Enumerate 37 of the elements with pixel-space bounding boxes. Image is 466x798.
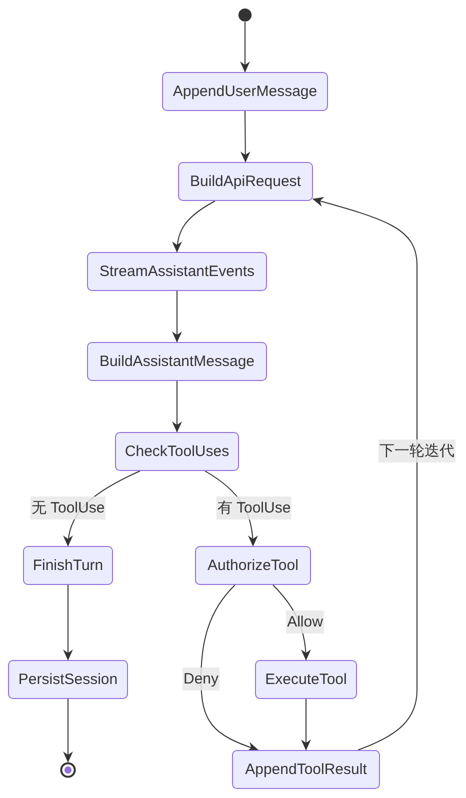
edge-label: Allow — [286, 610, 324, 634]
arrow — [172, 290, 182, 343]
state-name: AuthorizeTool — [208, 556, 298, 574]
state-box — [195, 546, 311, 585]
arrow — [301, 698, 311, 751]
state-name: AppendUserMessage — [172, 82, 318, 100]
start-state-dot — [238, 8, 252, 22]
state-box — [23, 546, 113, 585]
state-name: BuildAssistantMessage — [99, 352, 255, 370]
state-box — [232, 750, 380, 789]
edge-label: Deny — [182, 668, 220, 690]
edge-label: 无 ToolUse — [30, 496, 106, 520]
state-name: AppendToolResult — [245, 760, 367, 778]
state-box — [178, 162, 313, 201]
state-name: FinishTurn — [32, 556, 104, 574]
arrow — [312, 197, 418, 750]
arrow — [172, 200, 216, 253]
state-box — [87, 342, 267, 381]
arrow — [240, 110, 250, 163]
state-box — [162, 72, 328, 111]
state-box — [8, 660, 128, 699]
state-name: CheckToolUses — [124, 442, 230, 460]
state-box — [115, 432, 239, 471]
end-state-circle — [60, 762, 76, 778]
state-name: ExecuteTool — [265, 670, 347, 688]
edge-label: 下一轮迭代 — [378, 440, 456, 462]
arrow — [200, 584, 259, 752]
edge-label: 有 ToolUse — [216, 496, 292, 520]
state-name: StreamAssistantEvents — [99, 262, 255, 280]
arrow — [240, 22, 250, 73]
arrow — [63, 584, 73, 661]
arrow — [63, 698, 73, 763]
arrow — [172, 380, 182, 433]
state-box — [87, 252, 267, 291]
state-name: PersistSession — [18, 670, 118, 688]
state-box — [255, 660, 357, 699]
state-name: BuildApiRequest — [190, 172, 301, 190]
